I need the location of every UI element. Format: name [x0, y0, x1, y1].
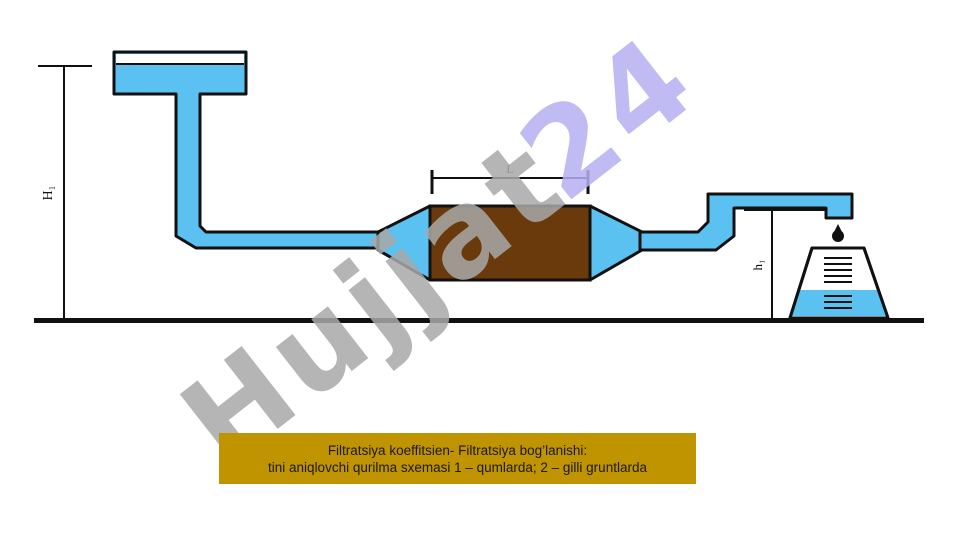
outlet-pipe — [638, 192, 854, 252]
caption-box: Filtratsiya koeffitsien- Filtratsiya bog… — [219, 433, 696, 484]
left-funnel — [376, 204, 432, 282]
caption-line-2: tini aniqlovchi qurilma sxemasi 1 – quml… — [268, 459, 647, 475]
l-label: L — [506, 162, 513, 176]
upper-reservoir — [112, 50, 382, 250]
soil-sample-chamber — [428, 204, 592, 282]
water-drop-tip — [834, 224, 842, 232]
water-drop — [832, 230, 844, 242]
h1-small-label: h₁ — [750, 259, 765, 270]
l-dimension — [430, 170, 590, 194]
caption-line-1: Filtratsiya koeffitsien- Filtratsiya bog… — [327, 442, 588, 458]
right-funnel — [588, 204, 644, 282]
ground-line — [34, 318, 924, 323]
collecting-flask — [788, 246, 890, 320]
h1-label: H₁ — [41, 186, 56, 201]
